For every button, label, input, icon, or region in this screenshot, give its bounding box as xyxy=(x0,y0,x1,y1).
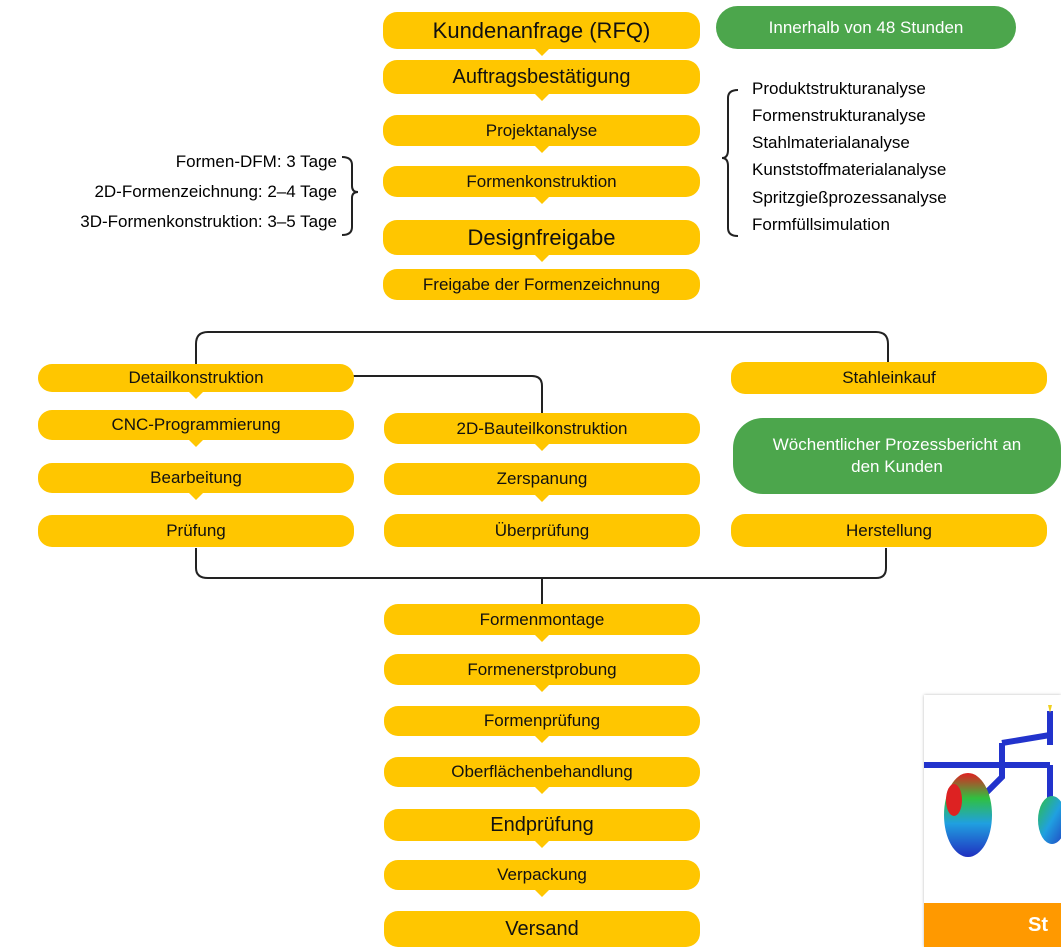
mold-design-step: Formenkonstruktion xyxy=(383,166,700,204)
mold-assembly-step: Formenmontage xyxy=(384,604,700,642)
detail-design-step: Detailkonstruktion xyxy=(38,364,354,399)
mold-trial-step: Formenerstprobung xyxy=(384,654,700,692)
design-time-item: 3D-Formenkonstruktion: 3–5 Tage xyxy=(80,212,337,231)
shipping-step: Versand xyxy=(384,911,700,947)
steel-purchase-step: Stahleinkauf xyxy=(731,362,1047,394)
rfq-step: Kundenanfrage (RFQ) xyxy=(383,12,700,56)
analysis-item: Produktstrukturanalyse xyxy=(752,79,926,98)
thumbnail-label: St xyxy=(924,903,1061,947)
analysis-item: Stahlmaterialanalyse xyxy=(752,133,910,152)
simulation-thumbnail[interactable]: St xyxy=(924,695,1061,947)
packaging-step: Verpackung xyxy=(384,860,700,897)
analysis-item: Kunststoffmaterialanalyse xyxy=(752,160,947,179)
analysis-item: Formfüllsimulation xyxy=(752,215,890,234)
machining-step: Bearbeitung xyxy=(38,463,354,500)
2d-part-design-step: 2D-Bauteilkonstruktion xyxy=(384,413,700,451)
inspection-step: Prüfung xyxy=(38,515,354,547)
surface-treatment-step: Oberflächenbehandlung xyxy=(384,757,700,794)
analysis-item: Formenstrukturanalyse xyxy=(752,106,926,125)
project-analysis-step: Projektanalyse xyxy=(383,115,700,153)
drawing-release-step: Freigabe der Formenzeichnung xyxy=(383,269,700,300)
cnc-programming-step: CNC-Programmierung xyxy=(38,410,354,447)
order-confirmation-step: Auftragsbestätigung xyxy=(383,60,700,101)
mold-inspection-step: Formenprüfung xyxy=(384,706,700,743)
design-time-item: Formen-DFM: 3 Tage xyxy=(175,152,337,171)
review-step: Überprüfung xyxy=(384,514,700,547)
manufacturing-step: Herstellung xyxy=(731,514,1047,547)
design-release-step: Designfreigabe xyxy=(383,220,700,262)
analysis-item: Spritzgießprozessanalyse xyxy=(752,188,947,207)
weekly-report-note: Wöchentlicher Prozessbericht an den Kund… xyxy=(733,418,1061,494)
cutting-step: Zerspanung xyxy=(384,463,700,502)
final-inspection-step: Endprüfung xyxy=(384,809,700,848)
mold-flow-image xyxy=(924,705,1061,857)
design-time-item: 2D-Formenzeichnung: 2–4 Tage xyxy=(94,182,337,201)
rfq-time-note: Innerhalb von 48 Stunden xyxy=(716,6,1016,49)
